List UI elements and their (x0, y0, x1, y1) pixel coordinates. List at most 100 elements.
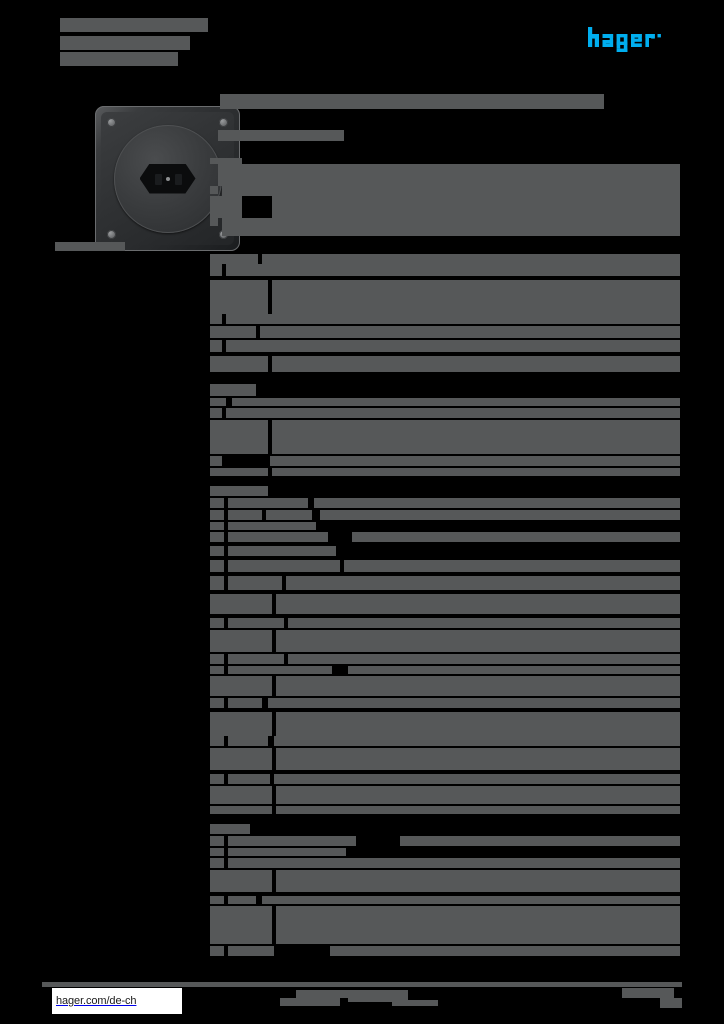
spec-block-94 (228, 858, 280, 868)
spec-block-16 (226, 314, 680, 324)
spec-block-86 (276, 806, 680, 814)
spec-block-92 (228, 848, 346, 856)
product-image (95, 106, 240, 251)
spec-block-52 (210, 576, 224, 590)
spec-block-104 (228, 946, 274, 956)
spec-block-96 (210, 870, 272, 892)
spec-block-26 (210, 408, 222, 418)
spec-block-8 (286, 226, 626, 232)
spec-block-59 (288, 618, 680, 628)
spec-block-95 (272, 858, 680, 868)
spec-block-27 (226, 408, 680, 418)
spec-block-15 (210, 314, 222, 324)
spec-block-76 (228, 736, 268, 746)
footer-url-link[interactable]: hager.com/de-ch (52, 988, 182, 1014)
spec-block-39 (228, 510, 262, 520)
spec-block-14 (272, 280, 680, 314)
spec-block-62 (210, 654, 224, 664)
screw-bottom-left (107, 230, 116, 239)
spec-block-83 (210, 786, 272, 804)
product-rotary-disc (113, 124, 222, 233)
spec-block-58 (228, 618, 284, 628)
spec-block-45 (228, 532, 328, 542)
spec-block-37 (314, 498, 680, 508)
spec-block-32 (210, 468, 268, 476)
spec-block-97 (276, 870, 680, 892)
spec-block-17 (210, 326, 256, 338)
spec-block-34 (210, 486, 268, 496)
spec-block-100 (262, 896, 680, 904)
spec-block-56 (276, 594, 680, 614)
spec-block-11 (210, 264, 222, 276)
spec-block-54 (286, 576, 680, 590)
spec-block-85 (210, 806, 272, 814)
spec-block-103 (210, 946, 224, 956)
spec-block-71 (228, 698, 262, 708)
spec-block-35 (210, 498, 224, 508)
spec-block-13 (210, 280, 268, 314)
spec-block-102 (276, 906, 680, 944)
footer-block-0 (296, 990, 382, 998)
spec-block-2 (210, 186, 218, 194)
spec-block-66 (228, 666, 332, 674)
spec-block-20 (226, 340, 680, 352)
spec-block-10 (262, 254, 680, 264)
socket-pin-right (174, 173, 182, 185)
socket-pin-left (154, 173, 162, 185)
spec-block-28 (210, 420, 268, 454)
spec-block-87 (210, 824, 250, 834)
header-title-block-2 (60, 52, 178, 66)
spec-block-38 (210, 510, 224, 520)
spec-block-72 (268, 698, 680, 708)
spec-block-77 (274, 736, 680, 746)
spec-block-81 (228, 774, 270, 784)
spec-block-75 (210, 736, 224, 746)
content-title-block-0 (220, 94, 604, 109)
spec-block-33 (272, 468, 680, 476)
product-faceplate-inner (101, 112, 234, 245)
spec-block-88 (210, 836, 224, 846)
spec-block-12 (226, 264, 680, 276)
spec-block-51 (344, 560, 680, 572)
spec-block-70 (210, 698, 224, 708)
spec-block-41 (320, 510, 680, 520)
screw-top-left (107, 118, 116, 127)
content-title-block-1 (218, 130, 344, 141)
product-caption-block-0 (55, 242, 125, 251)
product-faceplate (95, 106, 240, 251)
spec-block-42 (210, 522, 224, 530)
spec-block-90 (400, 836, 680, 846)
spec-block-31 (270, 456, 680, 466)
spec-block-89 (228, 836, 356, 846)
header-title-block-1 (60, 36, 190, 50)
spec-block-4 (210, 196, 242, 218)
spec-block-47 (210, 546, 224, 556)
spec-block-3 (222, 186, 680, 196)
hager-logo (588, 27, 674, 53)
spec-block-30 (210, 456, 222, 466)
spec-block-65 (210, 666, 224, 674)
spec-block-68 (210, 676, 272, 696)
spec-block-63 (228, 654, 284, 664)
spec-block-91 (210, 848, 224, 856)
spec-block-19 (210, 340, 222, 352)
spec-block-93 (210, 858, 224, 868)
spec-block-82 (274, 774, 680, 784)
footer-block-4 (622, 988, 674, 998)
spec-block-1 (218, 164, 680, 186)
spec-block-101 (210, 906, 272, 944)
spec-block-40 (266, 510, 312, 520)
spec-block-48 (228, 546, 336, 556)
spec-block-53 (228, 576, 282, 590)
spec-block-18 (260, 326, 680, 338)
spec-block-67 (348, 666, 680, 674)
spec-block-84 (276, 786, 680, 804)
spec-block-24 (210, 398, 226, 406)
spec-block-25 (232, 398, 680, 406)
footer-block-1 (280, 998, 340, 1006)
footer-block-5 (660, 998, 682, 1008)
spec-block-64 (288, 654, 680, 664)
spec-block-61 (276, 630, 680, 652)
spec-block-57 (210, 618, 224, 628)
